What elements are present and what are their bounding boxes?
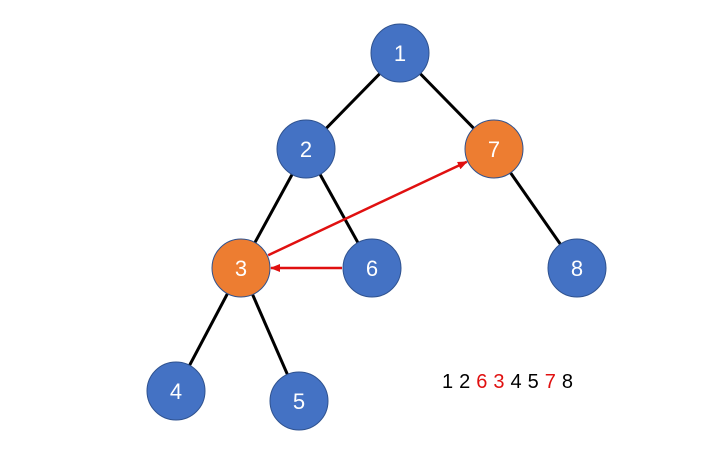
tree-node-1: 1 [370, 23, 430, 83]
tree-node-8: 8 [547, 238, 607, 298]
node-circle [547, 238, 607, 298]
node-label: 7 [488, 137, 500, 162]
node-label: 3 [235, 256, 247, 281]
tree-node-6: 6 [342, 238, 402, 298]
sequence-item: 6 [476, 371, 487, 393]
tree-node-4: 4 [146, 361, 206, 421]
arrow-3-to-7 [267, 160, 468, 257]
sequence-item: 4 [511, 371, 522, 393]
sequence-item: 7 [545, 371, 556, 393]
arrows-layer [267, 160, 468, 272]
node-label: 6 [366, 256, 378, 281]
node-label: 2 [300, 137, 312, 162]
node-label: 8 [571, 256, 583, 281]
node-circle [211, 238, 271, 298]
tree-node-2: 2 [276, 119, 336, 179]
tree-node-7: 7 [464, 119, 524, 179]
tree-node-5: 5 [269, 371, 329, 431]
node-circle [276, 119, 336, 179]
sequence-item: 3 [493, 371, 504, 393]
node-circle [269, 371, 329, 431]
edges-layer [174, 51, 579, 402]
node-circle [146, 361, 206, 421]
sequence-item: 8 [562, 371, 573, 393]
node-label: 5 [293, 389, 305, 414]
sequence-item: 5 [528, 371, 539, 393]
sequence-item: 2 [459, 371, 470, 393]
tree-node-3: 3 [211, 238, 271, 298]
node-circle [370, 23, 430, 83]
node-circle [464, 119, 524, 179]
node-label: 1 [394, 41, 406, 66]
node-label: 4 [170, 379, 182, 404]
sequence-item: 1 [442, 371, 453, 393]
node-circle [342, 238, 402, 298]
